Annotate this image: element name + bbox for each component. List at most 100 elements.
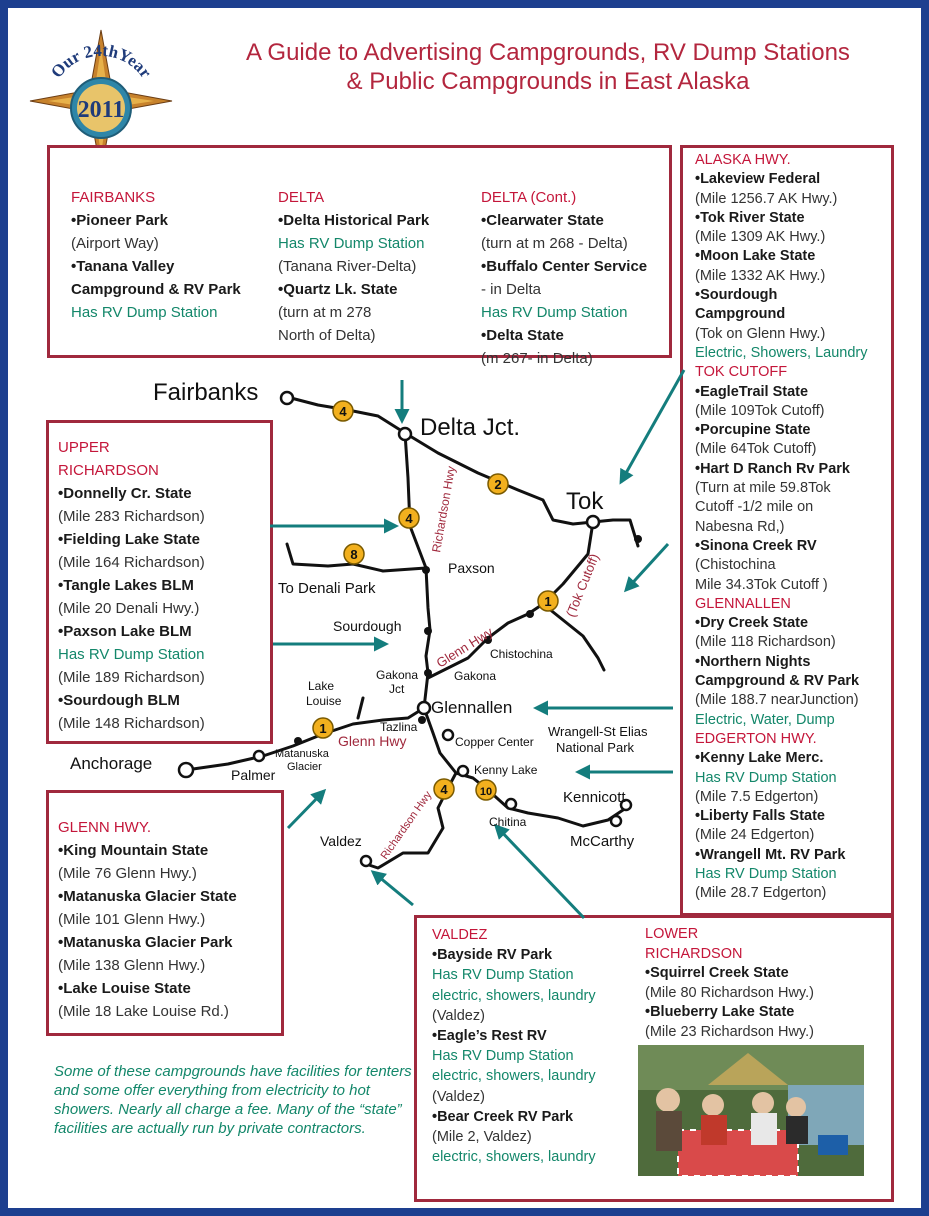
list-item: Northern Nights [695,653,867,672]
upper-richardson-heading-2: RICHARDSON [58,462,159,479]
list-item: (Airport Way) [71,235,159,252]
list-item: Has RV Dump Station [71,304,218,321]
road-edgerton [454,771,628,828]
label-glenn-hwy-upper: Glenn Hwy [434,624,496,671]
label-matanuska-1: Matanuska [275,748,330,760]
city-valdez [359,854,373,868]
list-item: Squirrel Creek State [645,964,814,984]
label-mccarthy: McCarthy [570,833,635,850]
list-item: (Mile 64Tok Cutoff) [695,441,817,458]
fairbanks-column: FAIRBANKS Pioneer Park(Airport Way)Tanan… [71,186,241,324]
list-item: Tok River State [695,209,867,228]
list-item: Sinona Creek RV [695,537,867,556]
list-item: Quartz Lk. State [278,278,429,301]
compass-rose-icon: 2011 Our 24thYear [29,29,173,173]
label-copper-center: Copper Center [455,735,534,749]
delta-cont-column: DELTA (Cont.) Clearwater State(turn at m… [481,186,647,370]
list-item: (Valdez) [432,1088,485,1105]
list-item: Kenny Lake Merc. [695,749,867,768]
list-item: electric, showers, laundry [432,1068,596,1085]
list-item: (Mile 1256.7 AK Hwy.) [695,190,838,207]
list-item: Blueberry Lake State [645,1003,814,1023]
label-sourdough: Sourdough [333,618,402,634]
list-item: Cutoff -1/2 mile on [695,499,814,516]
list-item: (Mile 80 Richardson Hwy.) [645,984,814,1001]
list-item: (Mile 28.7 Edgerton) [695,885,827,902]
label-delta-jct: Delta Jct. [420,414,520,441]
list-item: (Mile 76 Glenn Hwy.) [58,865,197,882]
city-palmer [252,749,266,763]
list-item: (Mile 1332 AK Hwy.) [695,267,826,284]
upper-richardson-heading-1: UPPER [58,439,110,456]
city-kenny-lake [456,764,470,778]
label-kennicott: Kennicott [563,789,626,806]
label-gakona-jct-1: Gakona [376,668,418,682]
label-gakona-jct-2: Jct [389,682,405,696]
badge-2: 2 [494,477,501,492]
list-item: ALASKA HWY. [695,152,791,168]
label-paxson: Paxson [448,560,495,576]
list-item: Wrangell Mt. RV Park [695,846,867,865]
label-anchorage: Anchorage [70,754,152,773]
list-item: (Mile 189 Richardson) [58,669,205,686]
lower-richardson-list: Squirrel Creek State(Mile 80 Richardson … [645,964,814,1042]
badge-1-glenn: 1 [319,721,326,736]
logo-year: 2011 [78,97,125,123]
list-item: Has RV Dump Station [58,646,205,663]
title-line-1: A Guide to Advertising Campgrounds, RV D… [246,39,850,66]
road-nabesna [541,602,606,672]
list-item: North of Delta) [278,327,376,344]
list-item: Pioneer Park [71,209,241,232]
list-item: Dry Creek State [695,614,867,633]
label-tok: Tok [566,488,604,515]
city-mccarthy [609,814,623,828]
list-item: GLENNALLEN [695,595,791,612]
lower-richardson-column: LOWER RICHARDSON Squirrel Creek State(Mi… [645,925,814,1043]
label-glenn-hwy-lower: Glenn Hwy [338,733,406,749]
list-item: Buffalo Center Service [481,255,647,278]
list-item: Donnelly Cr. State [58,482,205,505]
list-item: - in Delta [481,281,542,298]
label-wrangell-2: National Park [556,740,635,755]
list-item: (Valdez) [432,1007,485,1024]
road-map: 4 2 4 8 1 1 4 10 Fairbanks Delta Jct. To… [70,369,686,920]
list-item: Liberty Falls State [695,807,867,826]
label-matanuska-2: Glacier [287,761,322,773]
label-chistochina: Chistochina [490,647,553,661]
page-title: A Guide to Advertising Campgrounds, RV D… [198,38,898,96]
label-kenny-lake: Kenny Lake [474,763,538,777]
list-item: (Mile 101 Glenn Hwy.) [58,911,206,928]
list-item: (Mile 18 Lake Louise Rd.) [58,1003,229,1020]
label-gakona: Gakona [454,669,496,683]
list-item: (Mile 7.5 Edgerton) [695,788,819,805]
list-item: Campground [695,306,786,323]
city-tok [585,514,601,530]
list-item: Mile 34.3Tok Cutoff ) [695,576,828,593]
badge-1-tok-cutoff: 1 [544,594,551,609]
list-item: King Mountain State [58,839,237,862]
list-item: (Tok on Glenn Hwy.) [695,325,826,342]
label-tazlina: Tazlina [380,720,418,734]
lower-richardson-heading-1: LOWER [645,926,699,942]
label-lake-louise-2: Louise [306,694,342,708]
city-chitina [504,797,518,811]
city-copper-center [441,728,455,742]
city-fairbanks [279,390,295,406]
list-item: Nabesna Rd,) [695,518,785,535]
city-delta-jct [397,426,413,442]
list-item: (Mile 118 Richardson) [695,634,836,651]
list-item: Has RV Dump Station [278,235,425,252]
list-item: (Tanana River-Delta) [278,258,417,275]
badge-4-richardson: 4 [405,511,413,526]
road-richardson-south [361,706,458,870]
badge-4-south: 4 [440,782,448,797]
city-kennicott [619,798,633,812]
list-item: (Mile 164 Richardson) [58,554,205,571]
poster: 2011 Our 24thYear A Guide to Advertising… [8,8,921,1208]
list-item: (Mile 1309 AK Hwy.) [695,229,826,246]
road-tok-east [591,518,640,548]
right-listing-box [680,145,894,916]
